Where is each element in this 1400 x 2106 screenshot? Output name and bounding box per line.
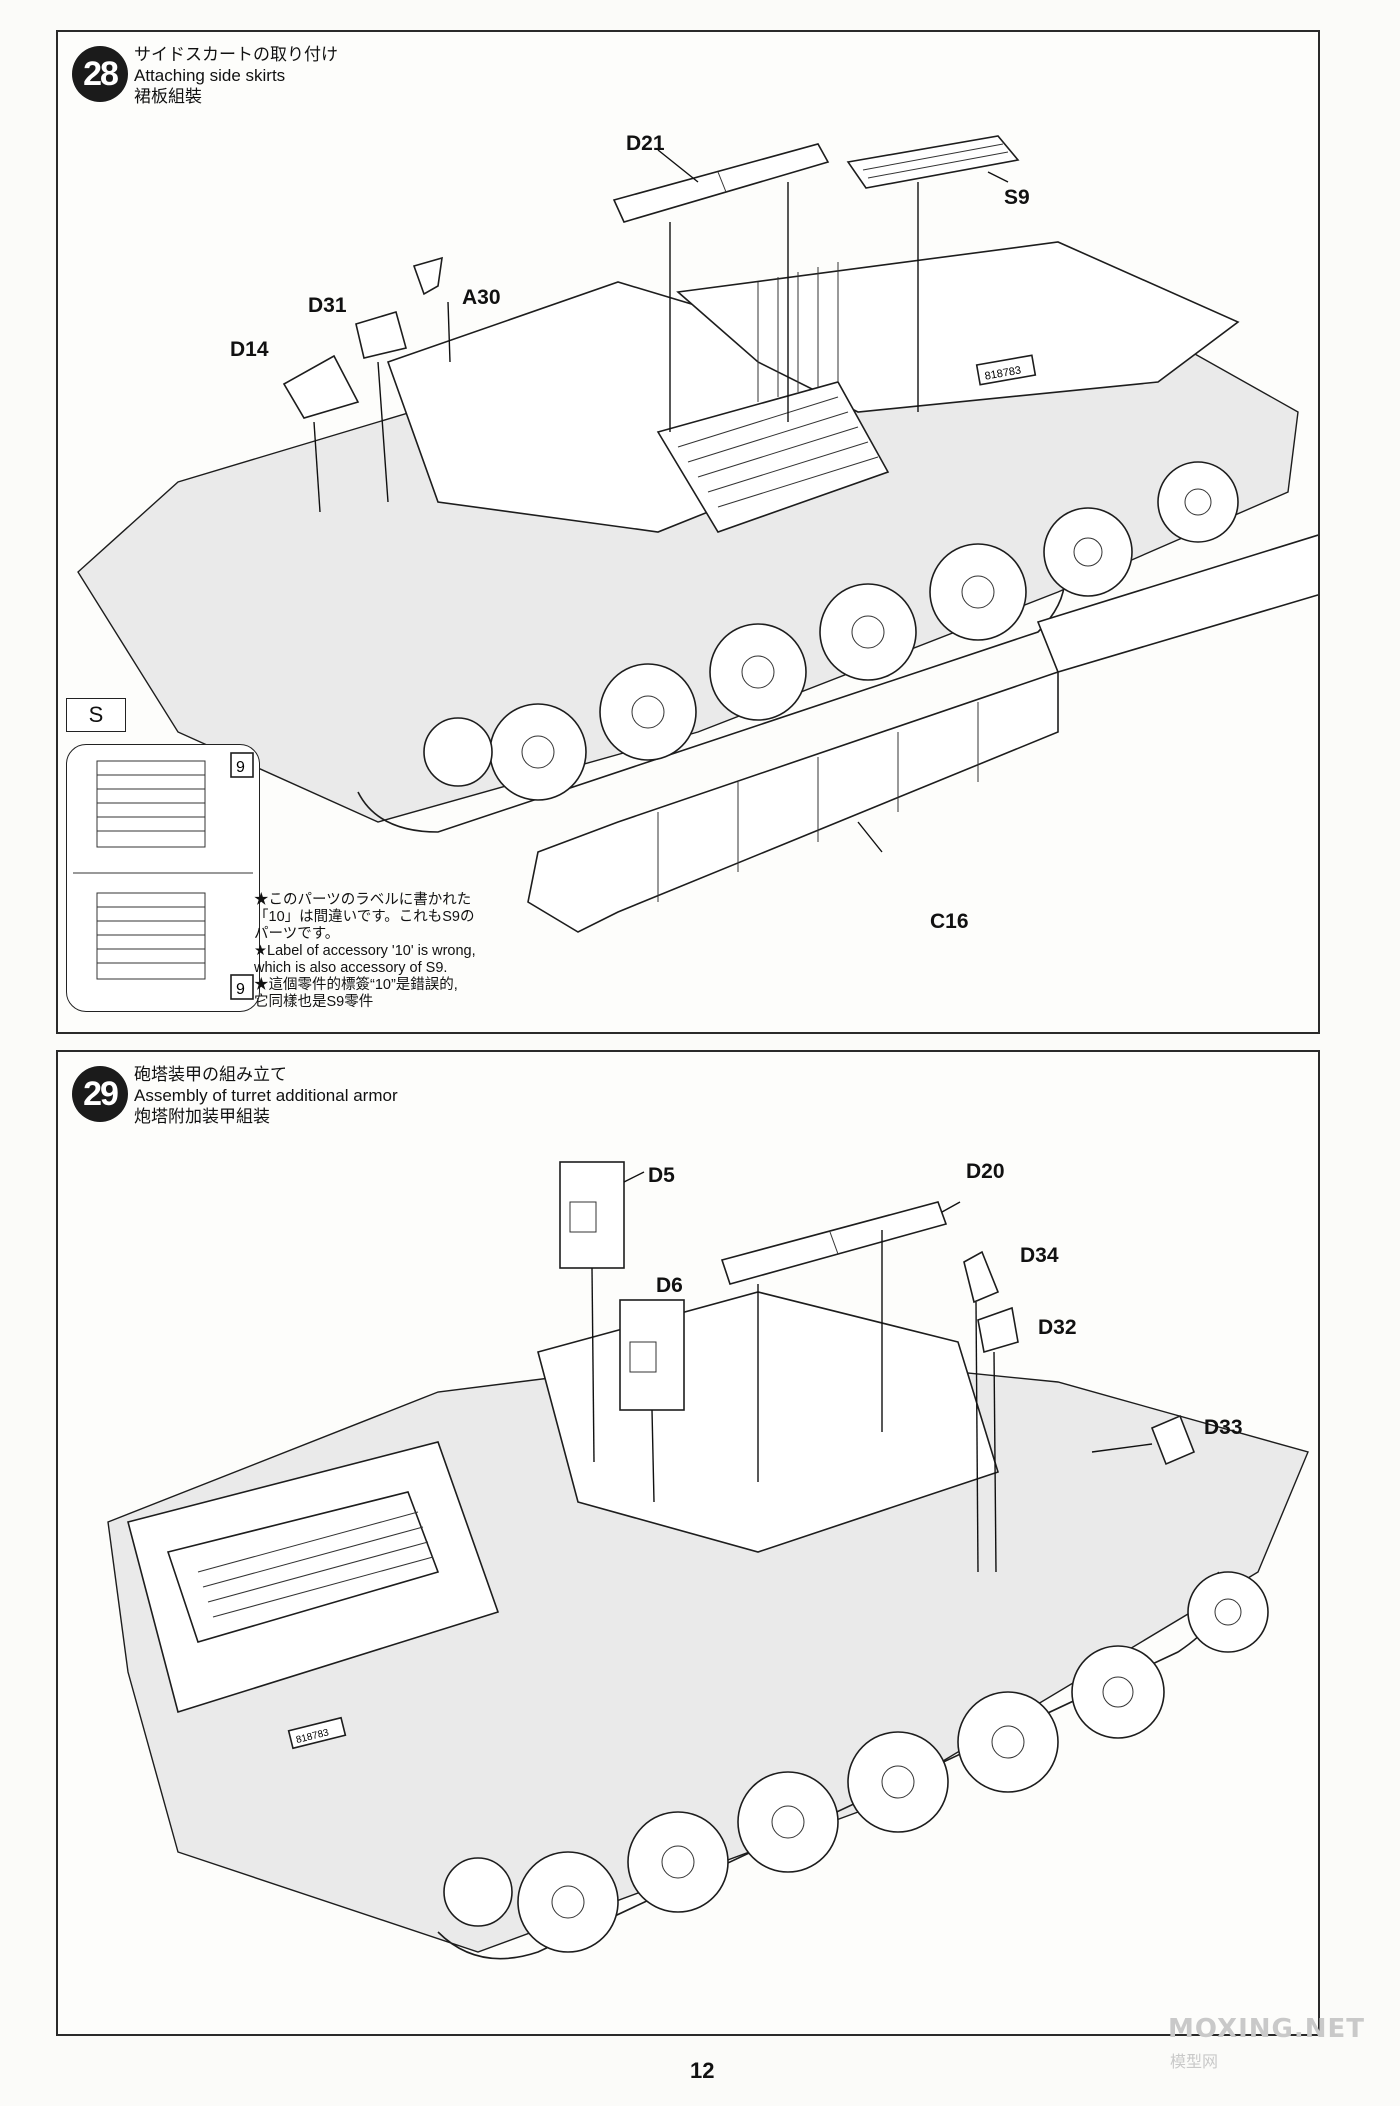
part-d20-drawing [720, 1201, 948, 1285]
note-en-line-1: ★Label of accessory '10' is wrong, [254, 943, 476, 959]
label-d33: D33 [1204, 1416, 1243, 1439]
road-wheels-29 [443, 1571, 1269, 1953]
note-zh-line-1: ★這個零件的標簽“10”是錯誤的, [254, 977, 458, 993]
note-en-line-2: which is also accessory of S9. [254, 960, 448, 976]
label-d32: D32 [1038, 1316, 1077, 1339]
label-a30: A30 [462, 286, 501, 309]
step-28-illustration: 818783 [77, 132, 1318, 933]
sprue-number-top: 9 [236, 759, 245, 776]
part-d33-drawing [1150, 1414, 1196, 1466]
road-wheels [423, 461, 1239, 801]
label-c16: C16 [930, 910, 969, 933]
sprue-s9-drawing: 9 9 [73, 752, 254, 1000]
step-28-panel: 28 サイドスカートの取り付け Attaching side skirts 裙板… [56, 30, 1320, 1034]
step-29-panel: 29 砲塔装甲の組み立て Assembly of turret addition… [56, 1050, 1320, 2036]
note-zh-line-2: 它同樣也是S9零件 [254, 994, 374, 1010]
step-29-title-zh: 炮塔附加装甲組装 [134, 1107, 270, 1126]
part-d34-drawing [963, 1250, 1000, 1304]
part-d6-drawing [619, 1299, 685, 1411]
step-29-number: 29 [72, 1066, 128, 1122]
tank-rear-drawing: 818783 [107, 1291, 1309, 1960]
label-d21: D21 [626, 132, 665, 155]
step-28-title-zh: 裙板組裝 [134, 87, 202, 106]
part-d21-drawing [612, 143, 830, 223]
note-ja-line-3: パーツです。 [254, 926, 340, 942]
note-ja-line-2: 「10」は間違いです。これもS9の [254, 909, 475, 925]
label-d6: D6 [656, 1274, 683, 1297]
sprue-number-bottom: 9 [236, 981, 245, 998]
step-29-illustration: 818783 [107, 1160, 1309, 1960]
assembly-arrows-29 [591, 1171, 1153, 1573]
assembly-arrows [313, 149, 1009, 853]
page-number: 12 [690, 2058, 715, 2083]
part-d31-drawing [355, 310, 407, 359]
step-28-title-ja: サイドスカートの取り付け [134, 45, 338, 64]
label-d34: D34 [1020, 1244, 1059, 1267]
label-s9: S9 [1004, 186, 1030, 209]
step-28-titles: サイドスカートの取り付け Attaching side skirts 裙板組裝 [134, 44, 338, 107]
watermark: MOXING.NET [1168, 2014, 1366, 2044]
side-skirt-c16 [527, 534, 1318, 933]
step-28-title-en: Attaching side skirts [134, 66, 286, 85]
part-d5-drawing [559, 1161, 625, 1269]
step-29-title-en: Assembly of turret additional armor [134, 1086, 398, 1105]
part-a30-drawing [412, 256, 443, 296]
part-d32-drawing [977, 1306, 1019, 1354]
label-d31: D31 [308, 294, 347, 317]
tank-hull-drawing: 818783 [77, 241, 1299, 833]
part-d14-drawing [282, 354, 360, 419]
sprue-box-label: S [66, 698, 126, 732]
label-d20: D20 [966, 1160, 1005, 1183]
step-29-titles: 砲塔装甲の組み立て Assembly of turret additional … [134, 1064, 398, 1127]
step-29-title-ja: 砲塔装甲の組み立て [134, 1065, 287, 1084]
step-28-number: 28 [72, 46, 128, 102]
label-d14: D14 [230, 338, 269, 361]
note-ja-line-1: ★このパーツのラベルに書かれた [254, 892, 472, 908]
sprue-inset-frame: 9 9 [66, 744, 260, 1012]
part-s9-drawing [846, 135, 1020, 189]
label-error-note: ★このパーツのラベルに書かれた 「10」は間違いです。これもS9の パーツです。… [254, 892, 584, 1011]
watermark-sub: 模型网 [1170, 2054, 1219, 2071]
label-d5: D5 [648, 1164, 675, 1187]
